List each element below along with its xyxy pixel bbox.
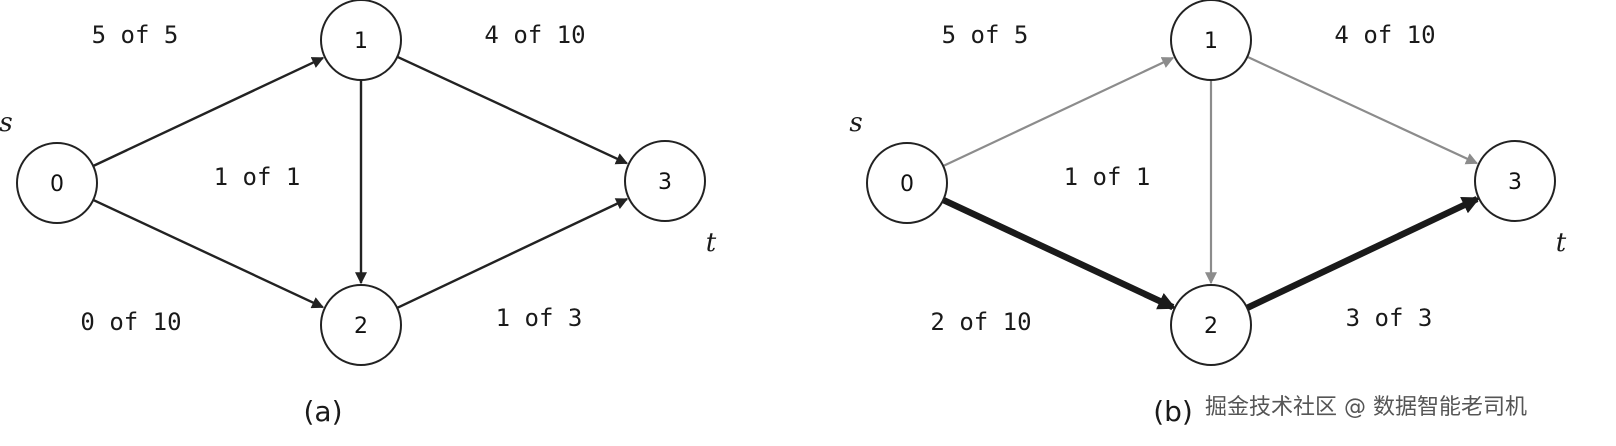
sink-label: t bbox=[1556, 228, 1567, 258]
node-1-circle bbox=[320, 0, 402, 81]
panel-caption: (b) bbox=[1153, 395, 1193, 428]
panel-caption: (a) bbox=[303, 395, 342, 428]
node-3-label: 3 bbox=[1508, 170, 1522, 195]
edge-0-1-label: 5 of 5 bbox=[942, 21, 1029, 49]
node-1-label: 1 bbox=[354, 29, 368, 54]
source-label: s bbox=[0, 108, 13, 138]
edge-1-3-arrow bbox=[1246, 55, 1478, 165]
panel-a: 5 of 5 4 of 10 1 of 1 0 of 10 1 of 3 0 1 2 3 s t (a… bbox=[0, 0, 717, 428]
edge-2-3-arrow bbox=[1245, 196, 1481, 311]
edge-0-1-arrow bbox=[942, 56, 1175, 167]
edge-0-1-arrow bbox=[92, 56, 325, 168]
edge-2-3-label: 3 of 3 bbox=[1346, 304, 1433, 332]
node-0-circle bbox=[16, 142, 98, 224]
node-2-circle bbox=[320, 284, 402, 366]
edge-0-2-label: 0 of 10 bbox=[80, 308, 181, 336]
node-2-circle bbox=[1170, 284, 1252, 366]
edge-2-3-label: 1 of 3 bbox=[496, 304, 583, 332]
source-label: s bbox=[849, 108, 862, 138]
edge-0-1-label: 5 of 5 bbox=[92, 21, 179, 49]
edge-1-3-label: 4 of 10 bbox=[1334, 21, 1435, 49]
node-0-label: 0 bbox=[50, 172, 64, 197]
sink-label: t bbox=[706, 228, 717, 258]
node-3-circle bbox=[624, 140, 706, 222]
node-2-label: 2 bbox=[354, 314, 368, 339]
edge-1-3-label: 4 of 10 bbox=[484, 21, 585, 49]
panel-b: 5 of 5 4 of 10 1 of 1 2 of 10 3 of 3 0 1 2 3 s t (b… bbox=[849, 0, 1567, 428]
edge-0-2-label: 2 of 10 bbox=[930, 308, 1031, 336]
edge-1-2-label: 1 of 1 bbox=[214, 163, 301, 191]
edge-1-2-label: 1 of 1 bbox=[1064, 163, 1151, 191]
node-1-circle bbox=[1170, 0, 1252, 81]
node-3-label: 3 bbox=[658, 170, 672, 195]
node-3-circle bbox=[1474, 140, 1556, 222]
edge-0-2-arrow bbox=[941, 196, 1177, 311]
edge-0-2-arrow bbox=[92, 198, 324, 309]
node-1-label: 1 bbox=[1204, 29, 1218, 54]
node-2-label: 2 bbox=[1204, 314, 1218, 339]
node-0-circle bbox=[866, 142, 948, 224]
edge-1-3-arrow bbox=[396, 55, 628, 165]
node-0-label: 0 bbox=[900, 172, 914, 197]
watermark-text: 掘金技术社区 @ 数据智能老司机 bbox=[1205, 395, 1527, 420]
edge-2-3-arrow bbox=[396, 197, 629, 309]
